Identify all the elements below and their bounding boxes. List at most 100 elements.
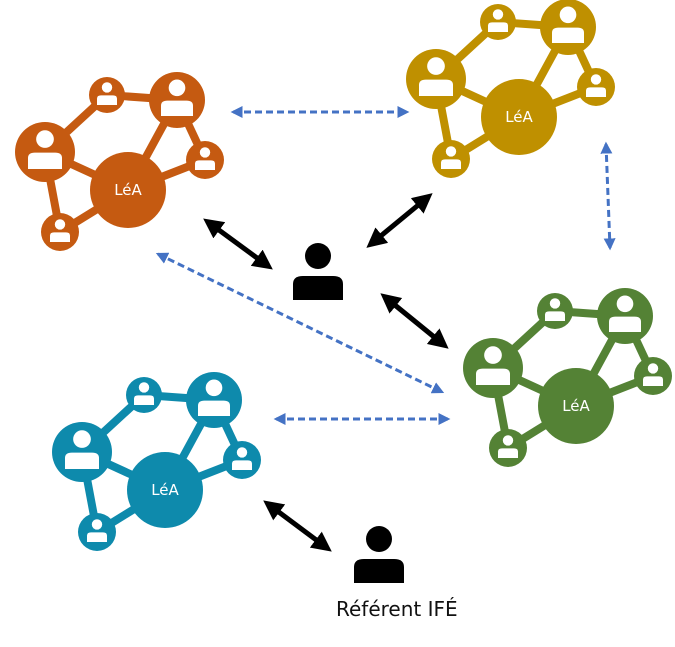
person-head: [647, 363, 659, 374]
lea-label: LéA: [114, 181, 142, 199]
member-person-icon: [488, 9, 508, 32]
person-head: [492, 9, 504, 20]
member-person-icon: [97, 82, 117, 105]
person-head: [502, 435, 514, 446]
member-person-icon: [161, 79, 193, 116]
person-body: [50, 232, 70, 242]
member-person-icon: [134, 382, 154, 405]
member-person-icon: [545, 298, 565, 321]
lea-label: LéA: [562, 397, 590, 415]
member-node: [480, 4, 516, 40]
person-head: [616, 295, 634, 313]
person-body: [552, 27, 584, 43]
member-person-icon: [195, 147, 215, 170]
member-person-icon: [643, 363, 663, 386]
person-body: [232, 460, 252, 470]
network-gold: LéA: [406, 0, 615, 178]
member-circle: [41, 213, 79, 251]
member-person-icon: [609, 295, 641, 332]
member-node: [597, 288, 653, 344]
person-body: [134, 395, 154, 405]
person-head: [73, 430, 91, 448]
member-node: [540, 0, 596, 55]
member-person-icon: [87, 519, 107, 542]
lea-hub: [481, 79, 557, 155]
network-green: LéA: [463, 288, 672, 467]
person-body: [65, 452, 99, 469]
lea-label: LéA: [505, 108, 533, 126]
referent-label: Référent IFÉ: [336, 597, 458, 621]
member-person-icon: [50, 219, 70, 242]
person-head: [590, 74, 602, 85]
lea-hub: [127, 452, 203, 528]
person-body: [476, 368, 510, 385]
person-body: [609, 316, 641, 332]
person-body: [293, 276, 343, 300]
person-head: [91, 519, 103, 530]
network-orange: LéA: [15, 72, 224, 251]
person-head: [305, 243, 331, 269]
member-person-icon: [441, 146, 461, 169]
solid-link-arrow: [380, 293, 449, 349]
person-body: [161, 100, 193, 116]
networks-layer: LéA LéA LéA LéA: [15, 0, 672, 551]
member-node: [577, 68, 615, 106]
member-node: [223, 441, 261, 479]
person-head: [445, 146, 457, 157]
dashed-link-arrow: [600, 141, 616, 251]
member-circle: [577, 68, 615, 106]
solid-link-arrow: [366, 193, 433, 248]
member-node: [186, 372, 242, 428]
person-body: [198, 400, 230, 416]
person-head: [484, 346, 502, 364]
solid-link-arrow: [203, 218, 273, 270]
lea-label: LéA: [151, 481, 179, 499]
person-head: [236, 447, 248, 458]
member-node: [41, 213, 79, 251]
person-body: [419, 79, 453, 96]
person-head: [366, 526, 392, 552]
member-person-icon: [552, 6, 584, 43]
member-node: [89, 77, 125, 113]
person-body: [545, 311, 565, 321]
person-head: [427, 57, 445, 75]
member-person-icon: [498, 435, 518, 458]
person-body: [441, 159, 461, 169]
member-person-icon: [198, 379, 230, 416]
person-body: [498, 448, 518, 458]
links-layer: [155, 106, 616, 552]
member-node: [634, 357, 672, 395]
referent-person-icon: [354, 526, 404, 583]
member-person-icon: [65, 430, 99, 469]
member-circle: [186, 141, 224, 179]
dashed-link-arrow: [155, 252, 445, 394]
person-head: [549, 298, 561, 309]
person-head: [36, 130, 54, 148]
member-node: [126, 377, 162, 413]
people-layer: [293, 243, 404, 583]
network-teal: LéA: [52, 372, 261, 551]
member-node: [186, 141, 224, 179]
solid-link-arrow: [263, 500, 332, 552]
person-head: [168, 79, 186, 97]
member-node: [489, 429, 527, 467]
central-person-icon: [293, 243, 343, 300]
lea-hub: [538, 368, 614, 444]
person-head: [205, 379, 223, 397]
member-circle: [489, 429, 527, 467]
member-circle: [634, 357, 672, 395]
member-person-icon: [28, 130, 62, 169]
member-node: [15, 122, 75, 182]
person-body: [643, 376, 663, 386]
member-circle: [78, 513, 116, 551]
member-node: [78, 513, 116, 551]
person-head: [101, 82, 113, 93]
member-node: [52, 422, 112, 482]
member-node: [432, 140, 470, 178]
member-person-icon: [476, 346, 510, 385]
person-body: [195, 160, 215, 170]
person-body: [28, 152, 62, 169]
person-head: [54, 219, 66, 230]
person-body: [97, 95, 117, 105]
